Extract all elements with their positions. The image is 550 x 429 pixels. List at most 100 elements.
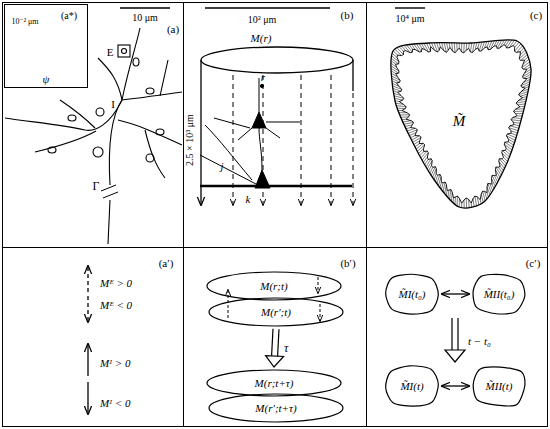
hatch-line xyxy=(519,52,526,59)
hatch-line xyxy=(527,77,531,79)
hatch-line xyxy=(399,112,407,113)
scale-bar xyxy=(120,7,170,8)
hatch-line xyxy=(521,55,528,61)
region-blob: M̃I(t₀) xyxy=(384,273,440,315)
region-blob: M̃II(t₀) xyxy=(471,273,527,315)
hatch-line xyxy=(409,44,413,49)
excitatory-arrow xyxy=(87,266,88,292)
scale-label: 10⁻² μm xyxy=(11,18,38,26)
hatch-line xyxy=(410,136,415,138)
panel-label: (a′) xyxy=(159,258,174,269)
hatch-line xyxy=(490,184,493,191)
hatch-line xyxy=(421,44,424,50)
hatch-line xyxy=(425,160,429,165)
hatch-line xyxy=(393,88,401,91)
hatch-line xyxy=(451,192,453,201)
hatch-line xyxy=(502,153,509,160)
hatch-line xyxy=(393,51,397,55)
dot xyxy=(260,84,263,87)
hatch-line xyxy=(480,200,482,204)
hatch-line xyxy=(520,50,525,55)
hatch-line xyxy=(463,43,464,53)
hatch-line xyxy=(499,161,505,168)
hatch-line xyxy=(397,108,405,110)
hatch-line xyxy=(456,43,457,50)
cell-label: j xyxy=(220,161,223,172)
hatch-line xyxy=(448,190,449,197)
hatch-line xyxy=(481,42,484,51)
column-slab: M(r′;t) xyxy=(208,297,344,327)
column-division xyxy=(301,75,302,205)
hatch-line xyxy=(391,76,400,81)
pyramidal-cell xyxy=(255,170,270,188)
hatch-line xyxy=(468,199,470,207)
hatch-line xyxy=(391,71,396,74)
synapse xyxy=(68,115,76,121)
panel-frame: (a′) xyxy=(2,247,184,427)
hatch-line xyxy=(426,43,430,51)
hatch-line xyxy=(523,79,530,83)
synapse xyxy=(156,129,164,135)
small-arrow xyxy=(318,277,319,293)
hatch-line xyxy=(496,167,501,175)
node-label: M(r;t+τ) xyxy=(255,378,294,389)
hatch-line xyxy=(394,98,402,100)
hatch-line xyxy=(527,67,531,70)
hatch-line xyxy=(392,53,397,57)
node-label: M(r) xyxy=(251,33,272,44)
hatch-line xyxy=(432,43,435,51)
hatch-line xyxy=(392,86,401,90)
hatch-line xyxy=(477,197,479,205)
hatch-line xyxy=(395,100,399,102)
layer-arrows xyxy=(228,277,320,321)
hatch-line xyxy=(405,125,413,127)
hatch-line xyxy=(515,42,519,47)
hatch-line xyxy=(505,150,510,154)
sign-label: Mᴱ > 0 xyxy=(100,278,132,289)
node-label: M(r′;t+τ) xyxy=(255,403,296,414)
hatch-line xyxy=(525,57,529,60)
panel-label: (a) xyxy=(167,24,179,35)
arrow-shaft xyxy=(278,329,279,356)
small-arrow xyxy=(320,304,321,321)
hatch-line xyxy=(461,203,462,208)
slab-outline xyxy=(207,272,341,300)
hatch-line xyxy=(412,136,420,140)
hatch-line xyxy=(502,159,507,164)
node-label: M(r′;t) xyxy=(261,307,291,318)
hatch-line xyxy=(429,166,432,171)
hatch-line xyxy=(394,96,404,98)
hatch-line xyxy=(420,152,424,156)
hatch-line xyxy=(511,120,521,121)
blob-outline xyxy=(386,274,439,314)
hatch-line xyxy=(514,125,519,126)
dendrite xyxy=(60,100,95,128)
double-shaft xyxy=(452,318,458,350)
hatch-line xyxy=(391,68,399,73)
dendrite xyxy=(145,130,165,178)
hatch-line xyxy=(523,97,527,98)
hatch-line xyxy=(479,42,482,51)
blob-outline xyxy=(473,367,525,406)
hatch-line xyxy=(522,84,530,87)
hatch-line xyxy=(515,108,524,110)
synapse xyxy=(48,147,56,153)
hatch-line xyxy=(511,133,516,135)
hatch-line xyxy=(393,91,397,92)
hatch-line xyxy=(414,141,420,145)
arrow-head xyxy=(266,356,284,367)
panel-frame: M(r;t)M(r′;t)M(r;t+τ)M(r′;t+τ)(b′) xyxy=(183,247,367,427)
hatch-line xyxy=(494,40,497,46)
hatch-line xyxy=(399,47,403,52)
arrow-line xyxy=(442,385,469,386)
hatch-line xyxy=(524,74,531,78)
synapse xyxy=(146,88,154,94)
hatch-line xyxy=(392,83,399,86)
hatch-line xyxy=(396,106,406,107)
hatch-line xyxy=(506,40,510,46)
cortical-column: M(r)r xyxy=(197,29,357,211)
symbol-label: ψ xyxy=(43,74,50,85)
hatch-line xyxy=(515,113,522,114)
cell-label: k xyxy=(246,194,251,205)
